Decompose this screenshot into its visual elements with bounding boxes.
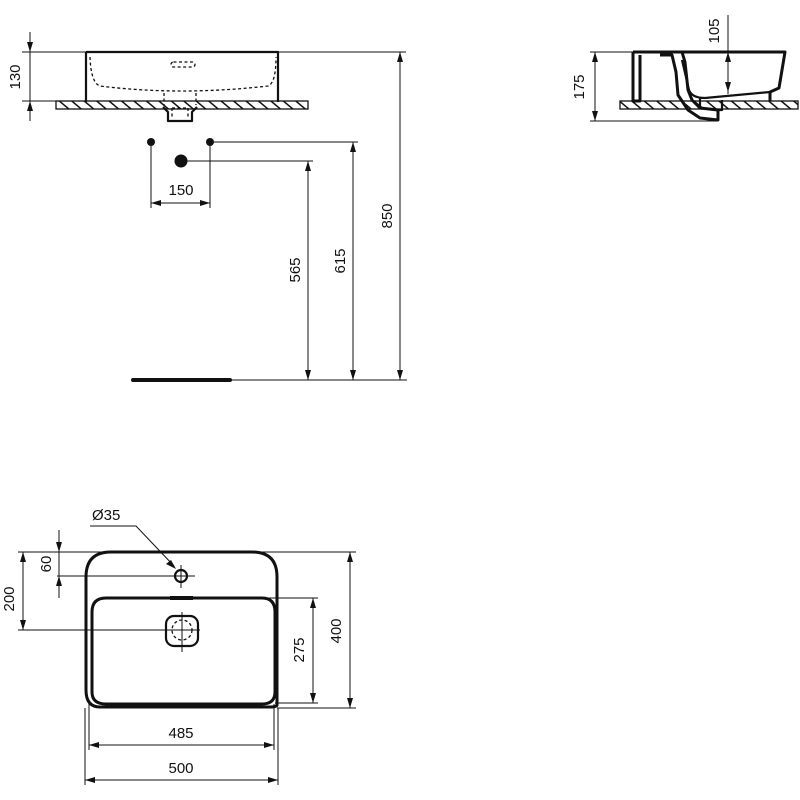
dim-overall-height: 175 [571, 74, 588, 99]
dim-inner-depth: 275 [291, 637, 308, 662]
dim-inner-width: 485 [168, 725, 193, 742]
overflow-slot [170, 61, 196, 68]
side-view: 175 105 [571, 15, 799, 122]
basin-body-side [631, 50, 787, 122]
front-view: 130 150 565 615 850 [7, 32, 407, 382]
plan-view: Ø35 60 200 275 400 485 [1, 507, 356, 785]
dim-tap-hole-offset: 60 [38, 556, 55, 573]
dim-overall-depth: 400 [328, 618, 345, 643]
dim-supply-height: 615 [332, 248, 349, 273]
waste-outlet [162, 106, 198, 123]
dim-waste-offset: 200 [1, 586, 18, 611]
dim-overall-width: 500 [168, 760, 193, 777]
dim-tap-spacing: 150 [168, 182, 193, 199]
basin-body-front [84, 50, 280, 102]
bowl-inner-outline [90, 596, 277, 706]
dim-tap-hole-diameter: Ø35 [92, 507, 120, 524]
waste-hidden-lines [163, 93, 197, 119]
dim-waste-height: 565 [287, 257, 304, 282]
inner-bowl-hidden [89, 56, 277, 92]
dim-bowl-depth: 105 [706, 18, 723, 43]
basin-outline-plan [84, 550, 279, 709]
dim-top-height: 850 [379, 203, 396, 228]
countertop-slab [55, 100, 309, 110]
dim-basin-height: 130 [7, 64, 24, 89]
